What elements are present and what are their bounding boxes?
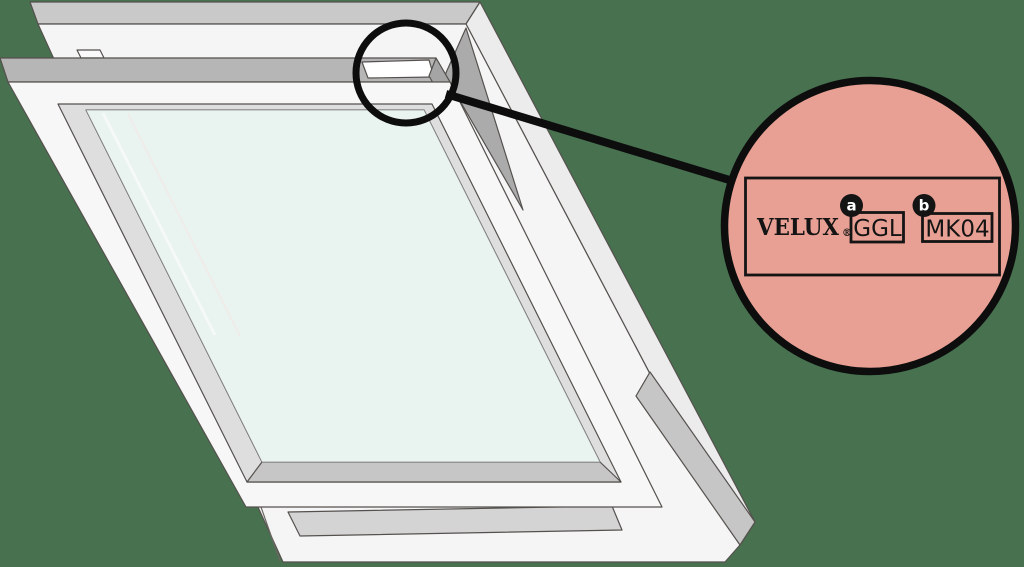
- code-box-b: [921, 212, 994, 243]
- callout-big-circle: [720, 76, 1020, 376]
- frame-bottom-sill-face: [287, 505, 623, 537]
- data-plate-outline: [744, 176, 1001, 277]
- frame-sash-gap-shadow: [444, 27, 524, 211]
- marker-b-circle: [912, 194, 936, 217]
- glass-reflection-line: [127, 113, 241, 337]
- marker-a-circle: [840, 194, 863, 217]
- registered-mark: ®: [842, 228, 852, 239]
- marker-a-letter: a: [846, 197, 856, 215]
- code-a-text: GGL: [853, 216, 902, 242]
- glass-bevel-bottom: [246, 461, 622, 483]
- callout-magnifier: VELUX ® GGL MK04 a b: [720, 76, 1020, 376]
- code-b-text: MK04: [925, 217, 989, 243]
- marker-b-letter: b: [919, 197, 930, 215]
- sash-hinge-tab: [76, 49, 105, 59]
- roof-window-drawing: [0, 1, 756, 563]
- marker-a: a: [840, 194, 863, 217]
- velux-logo: VELUX: [756, 214, 839, 241]
- marker-b: b: [912, 194, 936, 217]
- data-plate-strip: [361, 59, 435, 79]
- callout-connector-line: [444, 90, 738, 186]
- glass-reflection-line: [101, 112, 217, 336]
- frame-side-shadow: [635, 371, 756, 546]
- code-box-a: [849, 211, 905, 244]
- glass-pane: [85, 109, 601, 463]
- callout-small-circle: [352, 19, 460, 127]
